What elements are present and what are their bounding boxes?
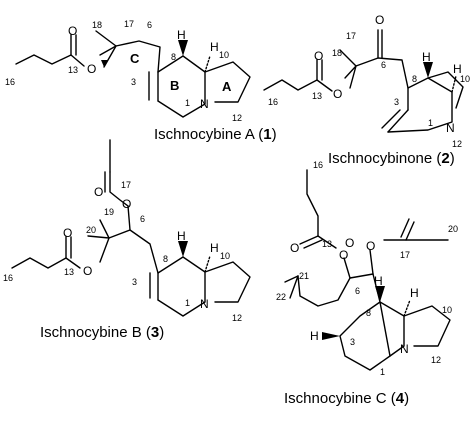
compound-2-num-18: 18: [332, 48, 342, 58]
compound-4-num-13: 13: [322, 239, 332, 249]
compound-2-num-6: 6: [381, 60, 386, 70]
compound-4-h9: H: [410, 286, 419, 300]
compound-2-num-10: 10: [460, 74, 470, 84]
compound-4-o-c17-ester: O: [366, 239, 375, 253]
compound-1-o-carbonyl: O: [68, 24, 77, 38]
compound-2-name: Ischnocybinone: [328, 150, 432, 167]
compound-1-n: N: [200, 97, 209, 111]
compound-4-num-12: 12: [431, 355, 441, 365]
compound-1-ring-a-label: A: [222, 79, 232, 94]
compound-4-num-1: 1: [380, 367, 385, 377]
compound-2-bonds: [263, 29, 464, 133]
compound-4-num-10: 10: [442, 305, 452, 315]
compound-4-num-20: 20: [448, 224, 458, 234]
compound-3-num-12: 12: [232, 313, 242, 323]
compound-1-num-16: 16: [5, 77, 15, 87]
compound-4-bonds: [284, 169, 451, 371]
compound-1-h8: H: [177, 28, 186, 42]
compound-2-wedge-h8: [423, 62, 433, 78]
compound-2-hashed-h9: [451, 75, 457, 93]
compound-1-ring-b-label: B: [170, 78, 179, 93]
compound-2-o-carbonyl: O: [314, 49, 323, 63]
compound-2-number: 2: [441, 150, 449, 167]
compound-3-num-6: 6: [140, 214, 145, 224]
compound-2-caption: Ischnocybinone (2): [328, 150, 455, 167]
compound-3-o-acetyl-ester: O: [122, 197, 131, 211]
compound-4-n: N: [400, 342, 409, 356]
compound-4-o-c13-carbonyl: O: [290, 241, 299, 255]
compound-3-num-10: 10: [220, 251, 230, 261]
compound-3-num-13: 13: [64, 267, 74, 277]
compound-2-num-12: 12: [452, 139, 462, 149]
compound-1-num-10: 10: [219, 50, 229, 60]
compound-3-num-16: 16: [3, 273, 13, 283]
compound-4-number: 4: [396, 390, 405, 407]
compound-3-number: 3: [151, 324, 159, 341]
compound-1-ring-c-label: C: [130, 51, 140, 66]
compound-2-num-3: 3: [394, 97, 399, 107]
compound-1-num-8: 8: [171, 52, 176, 62]
compound-4-caption: Ischnocybine C (4): [284, 390, 409, 407]
compound-1-caption: Ischnocybine A (1): [154, 126, 277, 143]
compound-3-hashed-h9: [204, 255, 211, 273]
compound-4-num-3: 3: [350, 337, 355, 347]
compound-4-num-16: 16: [313, 160, 323, 170]
compound-1-number: 1: [263, 126, 271, 143]
compound-1-num-18: 18: [92, 20, 102, 30]
compound-3-num-17: 17: [121, 180, 131, 190]
compound-2-num-1: 1: [428, 118, 433, 128]
compound-1-wedge-h8: [178, 40, 188, 56]
compound-3-name: Ischnocybine B: [40, 324, 142, 341]
compound-3-num-20: 20: [86, 225, 96, 235]
compound-1-name: Ischnocybine A: [154, 126, 255, 143]
compound-1-h9: H: [210, 40, 219, 54]
compound-3-h9: H: [210, 241, 219, 255]
compound-2-num-16: 16: [268, 97, 278, 107]
compound-3-n: N: [200, 297, 209, 311]
compound-3-o-ester: O: [83, 264, 92, 278]
compound-4-num-17: 17: [400, 250, 410, 260]
compound-2-o-ester: O: [333, 87, 342, 101]
compound-4-num-22: 22: [276, 292, 286, 302]
compound-3-h8: H: [177, 229, 186, 243]
compound-3-bonds: [11, 139, 251, 317]
compound-3-num-1: 1: [185, 298, 190, 308]
compound-1-num-1: 1: [185, 98, 190, 108]
compound-4-h8: H: [374, 274, 383, 288]
compound-1-wedge-bond: [101, 60, 108, 67]
compound-3-num-19: 19: [104, 207, 114, 217]
compound-2-num-13: 13: [312, 91, 322, 101]
compound-3-wedge-h8: [178, 241, 188, 257]
compound-2-o-ketone: O: [375, 13, 384, 27]
compound-3-num-3: 3: [132, 277, 137, 287]
compound-4-o-c17-carbonyl: O: [345, 236, 354, 250]
compound-4-name: Ischnocybine C: [284, 390, 387, 407]
compound-4-o-c13-ester: O: [339, 248, 348, 262]
compound-4-wedge-h3: [322, 332, 340, 340]
compound-4-num-21: 21: [299, 271, 309, 281]
compound-1-hashed-h9: [204, 55, 211, 73]
compound-4-hashed-h9: [403, 299, 411, 317]
compound-3-num-8: 8: [163, 254, 168, 264]
compound-2-num-8: 8: [412, 74, 417, 84]
compound-3-o-carbonyl: O: [63, 226, 72, 240]
compound-1-bonds: [15, 30, 251, 118]
compound-1-num-3: 3: [131, 77, 136, 87]
compound-4-num-6: 6: [355, 286, 360, 296]
compound-2-h8: H: [422, 50, 431, 64]
compound-1-o-ester: O: [87, 62, 96, 76]
compound-1-num-6: 6: [147, 20, 152, 30]
compound-4-num-8: 8: [366, 308, 371, 318]
compound-3-caption: Ischnocybine B (3): [40, 324, 164, 341]
compound-3-o-acetyl-carbonyl: O: [94, 185, 103, 199]
compound-1-num-13: 13: [68, 65, 78, 75]
compound-1-num-17: 17: [124, 19, 134, 29]
compound-2-h9: H: [453, 62, 462, 76]
compound-2-n: N: [446, 121, 455, 135]
compound-1-num-12: 12: [232, 113, 242, 123]
compound-4-wedge-h8: [375, 286, 385, 302]
compound-2-num-17: 17: [346, 31, 356, 41]
compound-4-h3: H: [310, 329, 319, 343]
